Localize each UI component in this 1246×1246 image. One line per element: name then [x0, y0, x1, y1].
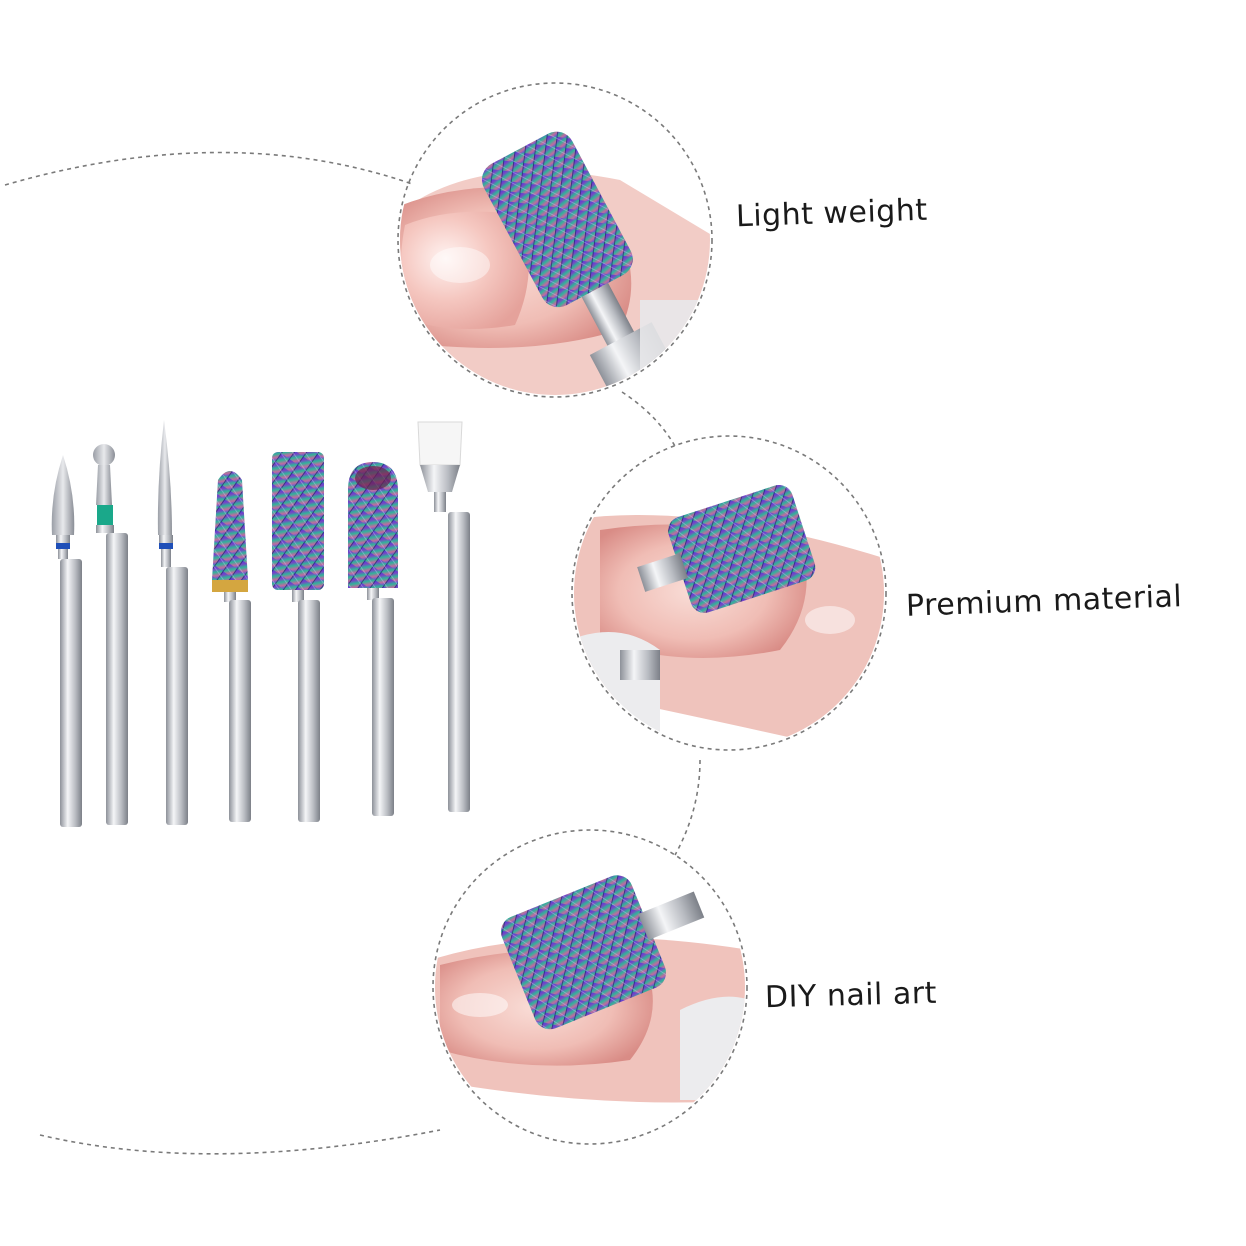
- rounded-carbide-bit: [348, 462, 398, 816]
- nail-shape: [401, 211, 529, 329]
- detail-circle-diy-nail-art: [435, 832, 745, 1142]
- ball-diamond-bit: [93, 444, 128, 825]
- barrel-carbide-bit: [272, 452, 324, 822]
- needle-diamond-bit: [157, 420, 188, 825]
- feature-label-light-weight: Light weight: [735, 192, 929, 235]
- cleaning-brush-bit: [417, 421, 470, 812]
- dashed-connector-lines: [4, 82, 887, 1155]
- detail-circle-light-weight: [400, 85, 710, 395]
- flame-diamond-bit: [51, 455, 82, 827]
- detail-circle-premium-material: [574, 438, 884, 748]
- feature-label-diy-nail-art: DIY nail art: [764, 975, 938, 1016]
- drill-bit-set: [51, 420, 470, 827]
- cone-carbide-bit: [212, 471, 251, 822]
